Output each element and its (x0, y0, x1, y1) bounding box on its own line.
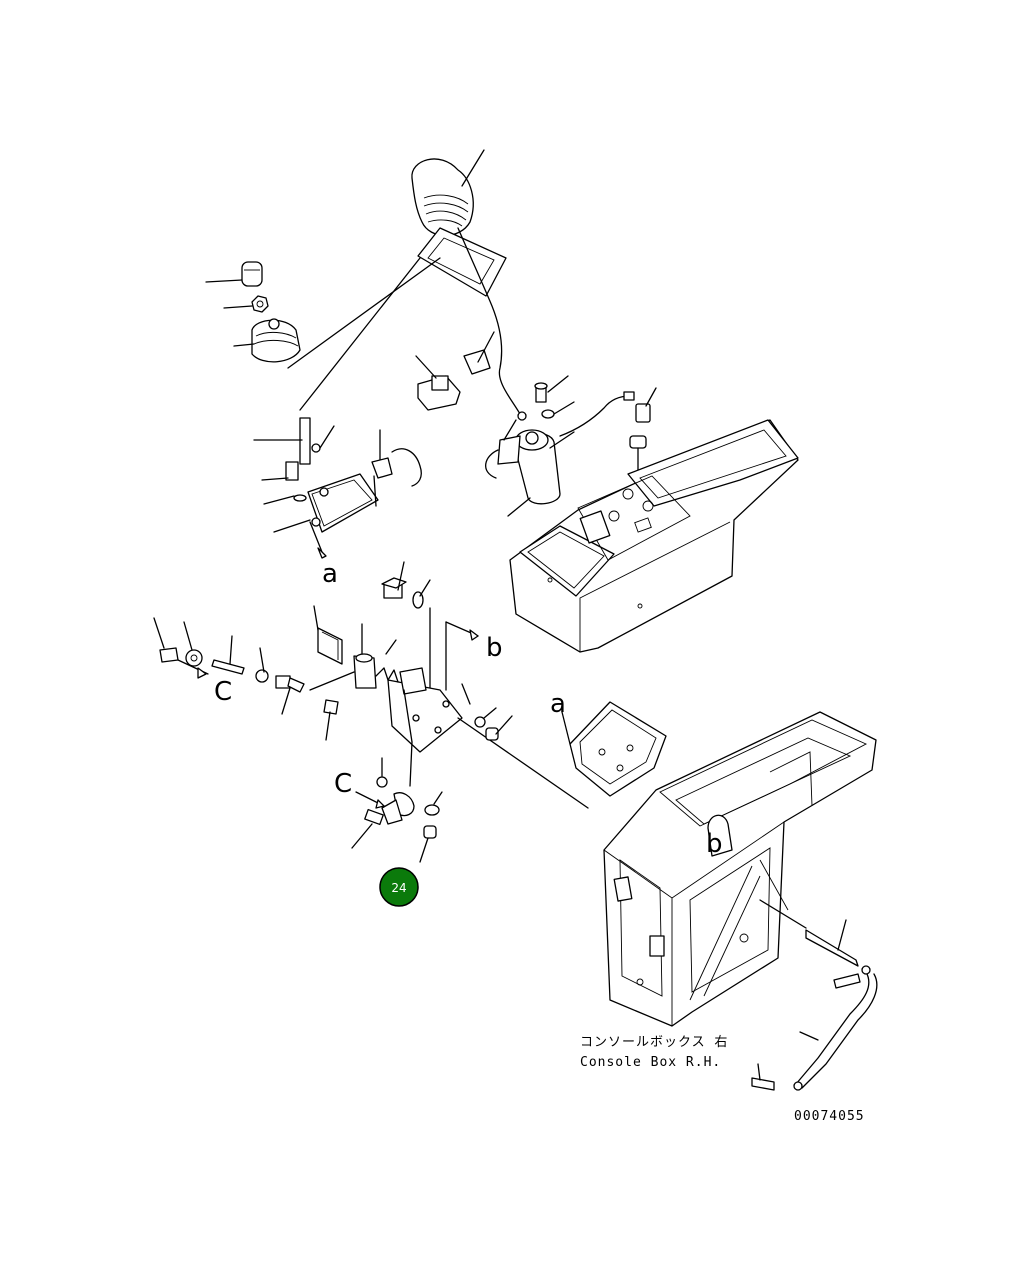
left-bracket (253, 417, 422, 559)
spring-group (313, 605, 399, 741)
rod-assembly (751, 919, 878, 1091)
boot-plate (287, 227, 507, 411)
middle-bracket: b (381, 561, 589, 809)
ref-label-b: b (486, 633, 503, 663)
ref-label-b-frame: b (706, 829, 723, 859)
caption-english: Console Box R.H. (580, 1055, 721, 1070)
pivot-group (351, 757, 443, 863)
callout-number: 24 (391, 881, 406, 895)
small-boot (233, 318, 301, 363)
joystick-lever (485, 375, 575, 517)
ref-label-c-left: C (214, 677, 232, 707)
small-nut (223, 295, 269, 313)
ref-label-a-top: a (322, 559, 338, 589)
console-frame (603, 711, 877, 1027)
mounting-plate (561, 701, 667, 797)
callout-badge[interactable]: 24 (379, 867, 419, 907)
joystick-cable (457, 227, 521, 415)
ref-label-c-mid: C (334, 769, 352, 799)
console-box (509, 419, 799, 653)
ref-label-a-right: a (550, 689, 566, 719)
joystick-knob (411, 149, 485, 236)
caption-japanese: コンソールボックス 右 (580, 1035, 728, 1050)
left-linkage (153, 617, 355, 715)
small-knob (205, 261, 263, 287)
cable-connector (415, 331, 495, 411)
drawing-number: 00074055 (794, 1109, 865, 1124)
